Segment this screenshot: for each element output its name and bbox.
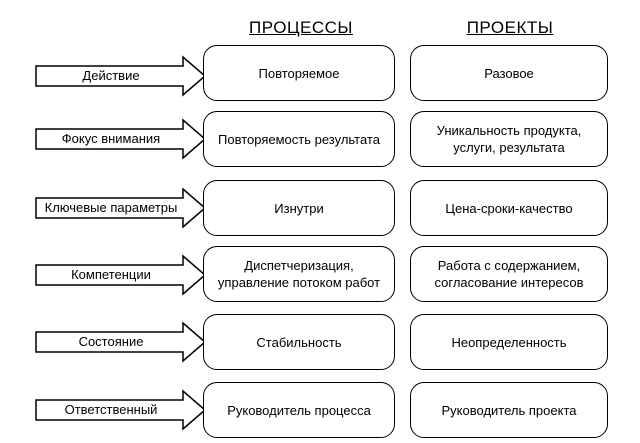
project-box: Работа с содержанием, согласование интер…: [410, 246, 608, 302]
key-parameters-arrow: [35, 187, 207, 229]
row-label: Ответственный: [64, 402, 158, 417]
row-label: Действие: [82, 68, 140, 83]
processes-header: ПРОЦЕССЫ: [249, 18, 353, 37]
project-box: Цена-сроки-качество: [410, 180, 608, 236]
row-competencies: Компетенции Диспетчеризация, управление …: [0, 246, 640, 306]
row-label: Состояние: [78, 334, 144, 349]
focus-arrow: [35, 118, 207, 160]
project-box: Неопределенность: [410, 314, 608, 370]
process-box: Руководитель процесса: [203, 382, 395, 438]
competencies-arrow: [35, 254, 207, 296]
process-box: Повторяемость результата: [203, 111, 395, 167]
row-responsible: Ответственный Руководитель процесса Руко…: [0, 382, 640, 442]
projects-header: ПРОЕКТЫ: [466, 18, 554, 37]
row-focus: Фокус внимания Повторяемость результата …: [0, 111, 640, 171]
row-label: Ключевые параметры: [44, 200, 178, 215]
responsible-arrow: [35, 389, 207, 431]
process-box: Диспетчеризация, управление потоком рабо…: [203, 246, 395, 302]
row-state: Состояние Стабильность Неопределенность: [0, 314, 640, 374]
project-box: Уникальность продукта, услуги, результат…: [410, 111, 608, 167]
project-box: Руководитель проекта: [410, 382, 608, 438]
process-box: Повторяемое: [203, 45, 395, 101]
row-label: Компетенции: [71, 267, 151, 282]
row-key-parameters: Ключевые параметры Изнутри Цена-сроки-ка…: [0, 180, 640, 240]
state-arrow: [35, 321, 207, 363]
row-label: Фокус внимания: [61, 131, 161, 146]
project-box: Разовое: [410, 45, 608, 101]
row-action: Действие Повторяемое Разовое: [0, 45, 640, 105]
process-box: Стабильность: [203, 314, 395, 370]
process-box: Изнутри: [203, 180, 395, 236]
action-arrow: [35, 55, 207, 97]
